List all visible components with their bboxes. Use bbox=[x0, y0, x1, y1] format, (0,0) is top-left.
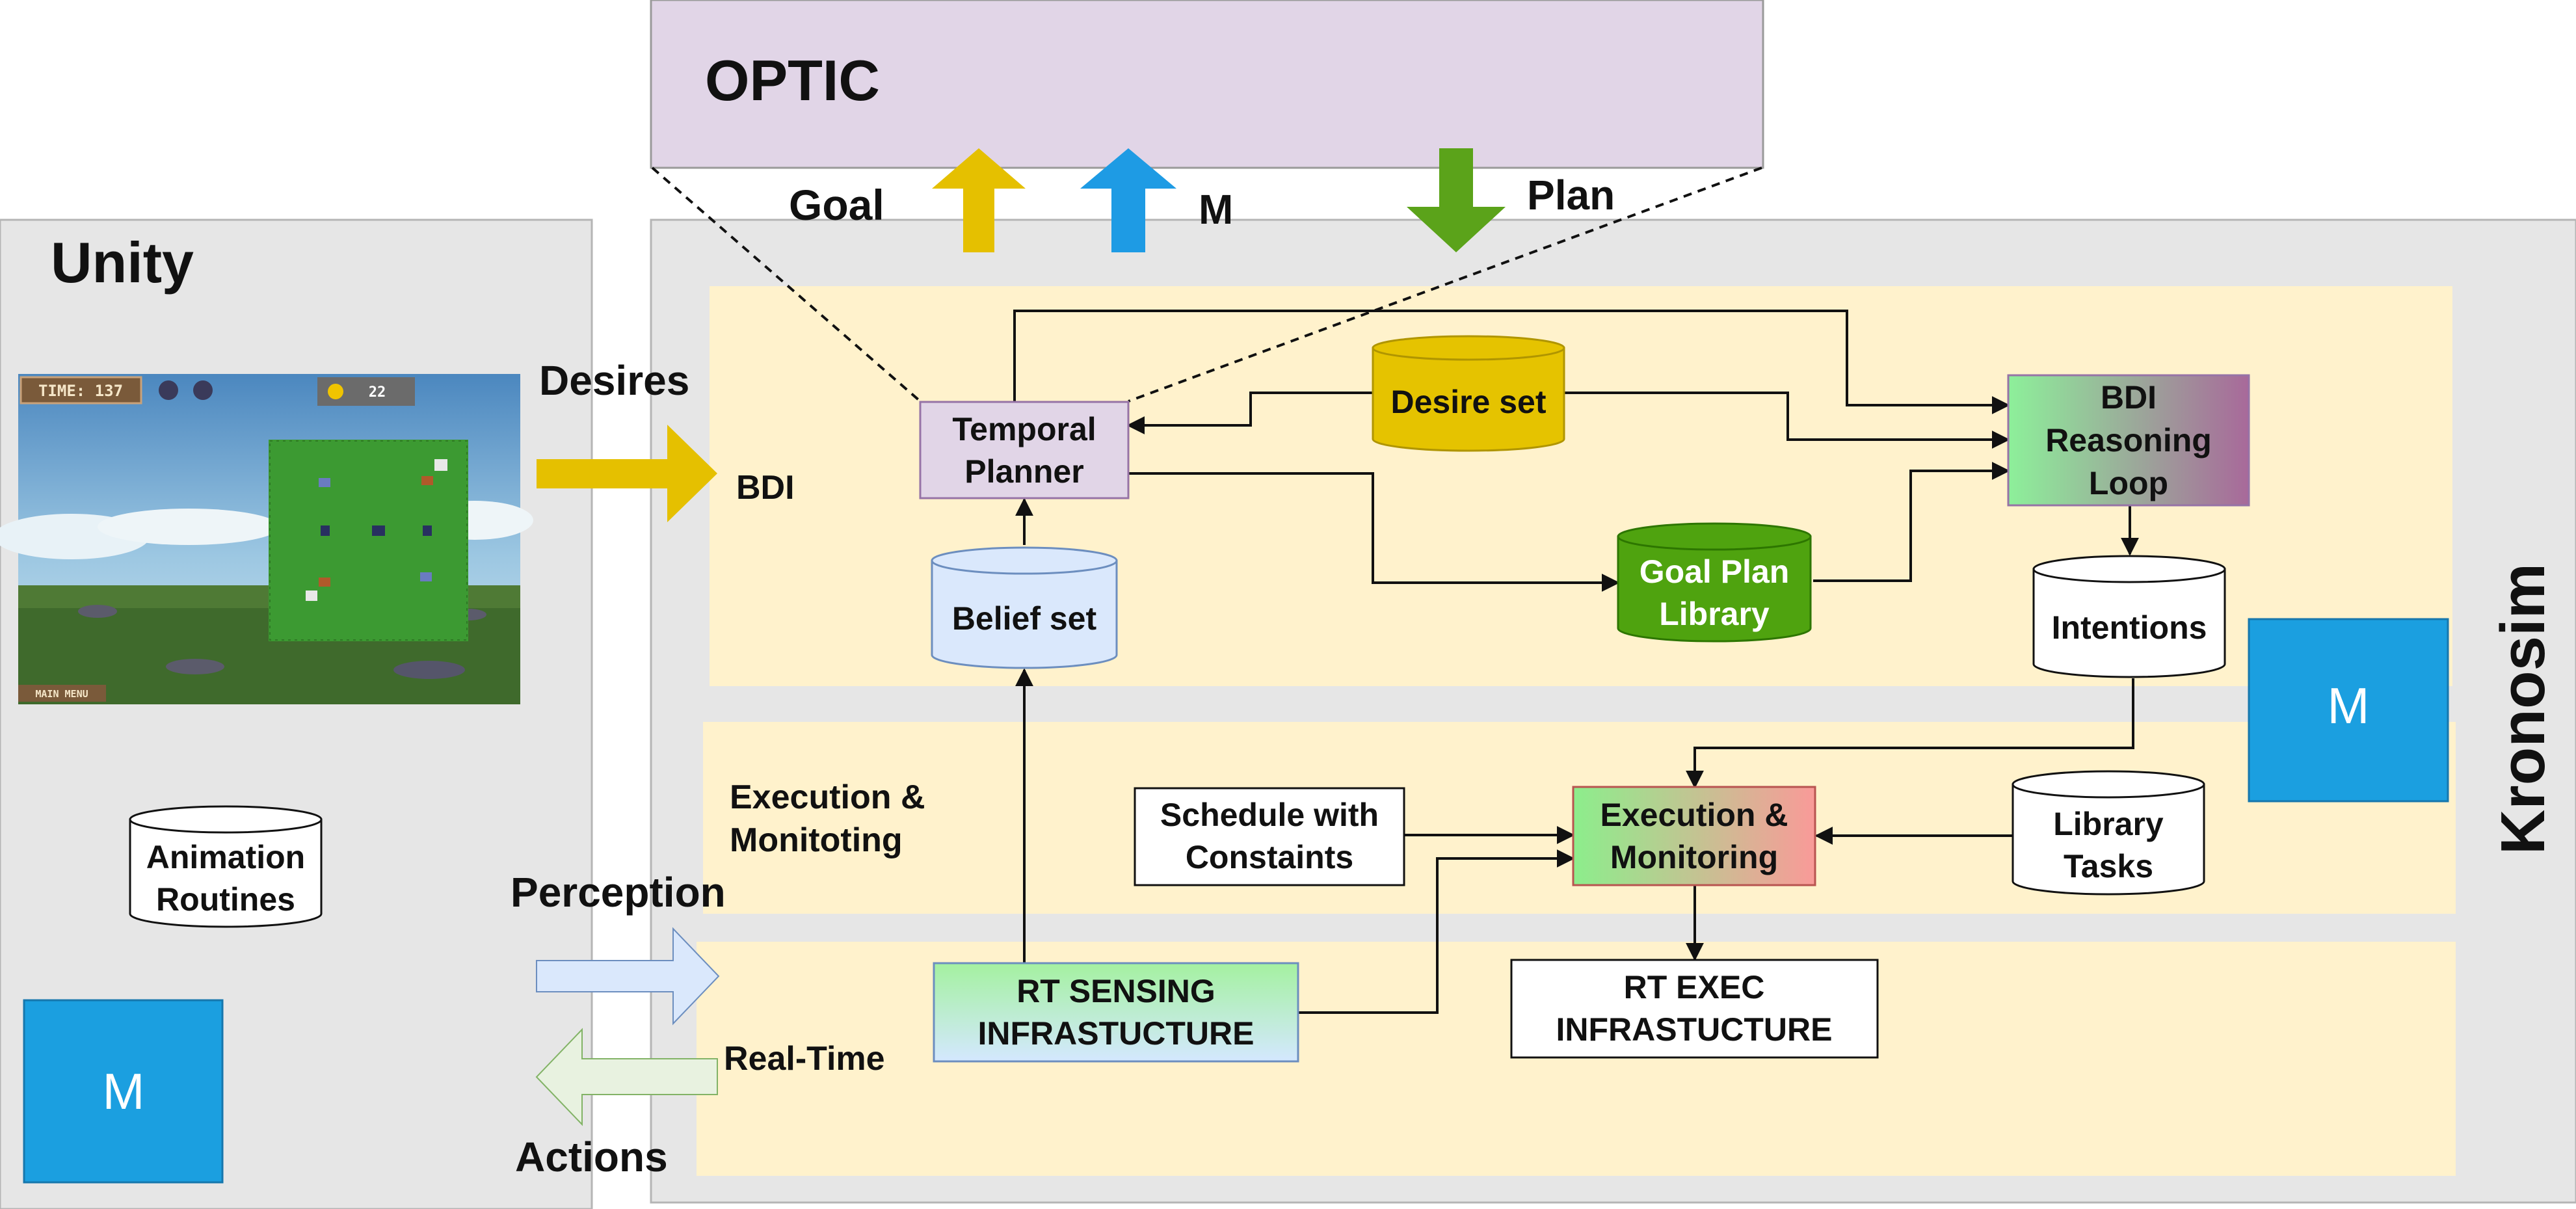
actions-label: Actions bbox=[515, 1134, 668, 1180]
perception-label: Perception bbox=[511, 869, 726, 916]
optic-title: OPTIC bbox=[705, 48, 880, 113]
kronosim-title: Kronosim bbox=[2488, 563, 2558, 855]
bdi-reasoning-loop-line2: Reasoning bbox=[2045, 422, 2212, 458]
desire-set-label: Desire set bbox=[1390, 384, 1546, 420]
execution-monitoring-line2: Monitoring bbox=[1610, 839, 1778, 875]
actions-arrow bbox=[535, 1028, 718, 1126]
plan-label: Plan bbox=[1527, 172, 1615, 219]
animation-routines-line2: Routines bbox=[156, 881, 295, 918]
goal-label: Goal bbox=[789, 181, 884, 229]
desires-label: Desires bbox=[539, 357, 690, 404]
plan-down-arrow bbox=[1407, 148, 1506, 252]
desire-set-cylinder bbox=[1372, 335, 1565, 452]
goal-plan-library-line1: Goal Plan bbox=[1640, 553, 1790, 590]
game-screenshot bbox=[0, 374, 533, 704]
desires-arrow bbox=[537, 425, 717, 522]
connectors bbox=[1013, 310, 2139, 1014]
unity-m-text: M bbox=[103, 1063, 145, 1120]
execution-monitoring-line1: Execution & bbox=[1600, 797, 1788, 833]
game-time-label: TIME: 137 bbox=[38, 382, 123, 400]
goal-plan-library-line2: Library bbox=[1659, 596, 1770, 632]
bdi-label: BDI bbox=[736, 469, 795, 507]
schedule-line2: Constaints bbox=[1186, 839, 1353, 875]
rt-sensing-line1: RT SENSING bbox=[1016, 973, 1215, 1009]
bdi-reasoning-loop-line3: Loop bbox=[2089, 465, 2168, 501]
library-tasks-line1: Library bbox=[2053, 806, 2164, 842]
rt-exec-line1: RT EXEC bbox=[1624, 969, 1765, 1005]
real-time-label: Real-Time bbox=[724, 1040, 885, 1078]
rt-exec-line2: INFRASTUCTURE bbox=[1556, 1011, 1833, 1048]
goal-up-arrow bbox=[932, 148, 1026, 252]
execution-monitoting-line2: Monitoting bbox=[730, 821, 903, 859]
animation-routines-cylinder bbox=[129, 805, 323, 928]
m-label: M bbox=[1199, 186, 1234, 233]
temporal-planner-line1: Temporal bbox=[952, 411, 1096, 447]
temporal-planner-box bbox=[919, 401, 1130, 499]
schedule-line1: Schedule with bbox=[1160, 797, 1379, 833]
game-coin-count: 22 bbox=[369, 384, 386, 401]
belief-set-cylinder bbox=[931, 546, 1118, 669]
schedule-box bbox=[1134, 787, 1405, 886]
execution-monitoring-box bbox=[1572, 786, 1816, 886]
temporal-planner-line2: Planner bbox=[964, 453, 1083, 490]
bdi-reasoning-loop-line1: BDI bbox=[2101, 379, 2157, 416]
perception-arrow bbox=[536, 927, 720, 1026]
intentions-cylinder bbox=[2032, 555, 2226, 678]
rt-exec-box bbox=[1510, 959, 1879, 1059]
rt-sensing-line2: INFRASTUCTURE bbox=[978, 1015, 1255, 1052]
optic-dashed-right bbox=[1128, 166, 1762, 403]
bdi-reasoning-loop-box bbox=[2007, 374, 2250, 507]
belief-set-label: Belief set bbox=[952, 600, 1097, 637]
library-tasks-cylinder bbox=[2012, 770, 2205, 896]
rt-sensing-box bbox=[933, 962, 1299, 1063]
execution-monitoting-line1: Execution & bbox=[730, 778, 925, 816]
goal-plan-library-cylinder bbox=[1617, 522, 1812, 643]
kronosim-m-text: M bbox=[2328, 677, 2370, 734]
unity-title: Unity bbox=[51, 230, 194, 295]
m-up-arrow bbox=[1080, 148, 1176, 252]
game-main-menu-label: MAIN MENU bbox=[35, 688, 88, 700]
animation-routines-line1: Animation bbox=[146, 839, 305, 875]
intentions-label: Intentions bbox=[2052, 609, 2207, 646]
unity-m-badge bbox=[23, 999, 224, 1184]
library-tasks-line2: Tasks bbox=[2064, 848, 2153, 884]
optic-box bbox=[650, 0, 1764, 169]
kronosim-m-badge bbox=[2248, 618, 2449, 803]
